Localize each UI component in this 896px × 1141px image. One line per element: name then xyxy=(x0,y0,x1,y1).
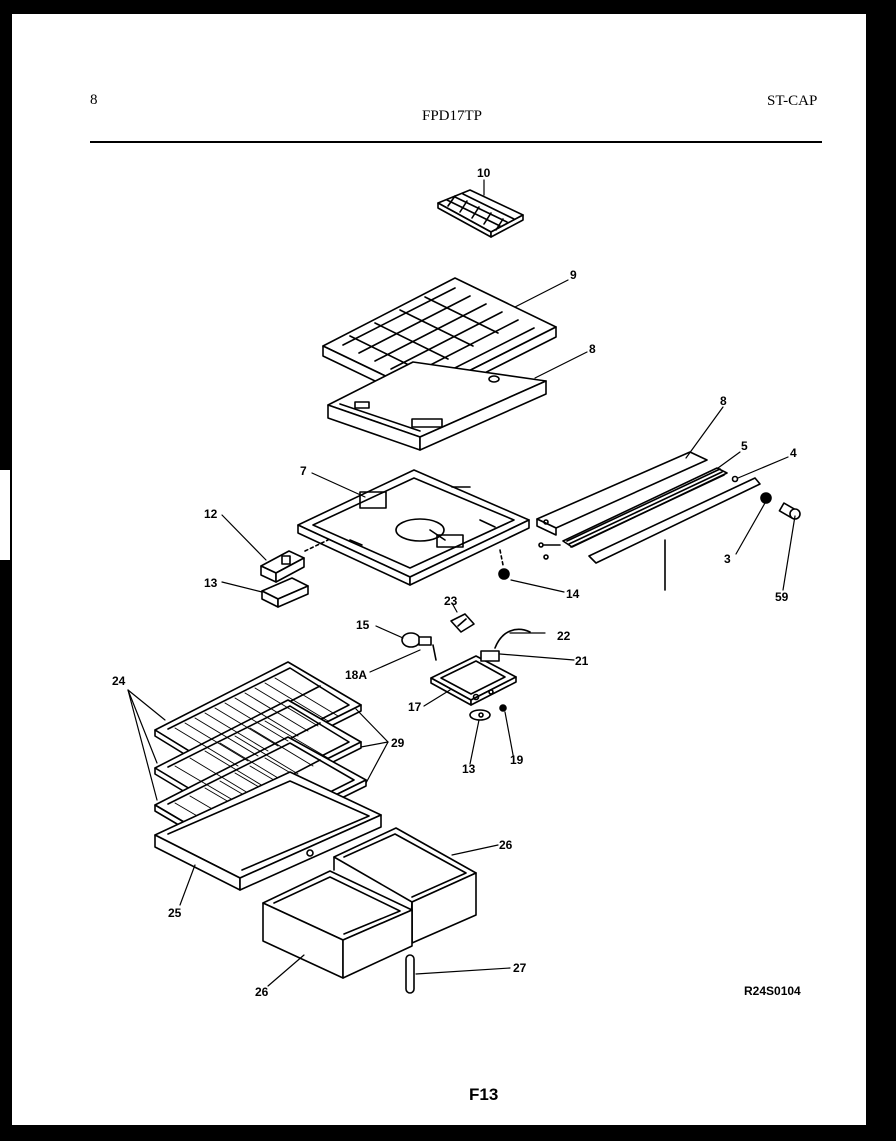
callout-8-rail: 8 xyxy=(720,394,727,408)
callout-13-bracket: 13 xyxy=(204,576,218,590)
model-number: FPD17TP xyxy=(422,108,483,124)
part-4-rail xyxy=(588,477,761,591)
part-8-cover-plate xyxy=(327,361,547,451)
callout-23: 23 xyxy=(444,594,458,608)
callout-9: 9 xyxy=(570,268,577,282)
part-25-crisper-cover xyxy=(154,771,382,891)
page-number: 8 xyxy=(90,92,98,108)
callout-22: 22 xyxy=(557,629,571,643)
part-4-clip xyxy=(731,475,739,483)
callout-10: 10 xyxy=(477,166,491,180)
callout-4: 4 xyxy=(790,446,797,460)
scan-edge-mark xyxy=(0,470,10,560)
part-59-screw xyxy=(778,502,801,520)
callout-5: 5 xyxy=(741,439,748,453)
callout-7: 7 xyxy=(300,464,307,478)
callout-26-left: 26 xyxy=(255,985,269,999)
part-5-strip xyxy=(538,467,728,560)
part-14-nut xyxy=(498,568,510,580)
drawing-reference-code: R24S0104 xyxy=(744,984,801,998)
part-17-light-housing xyxy=(430,628,531,706)
part-6-rail xyxy=(536,451,708,536)
callout-17: 17 xyxy=(408,700,422,714)
header-rule xyxy=(90,141,822,143)
section-code: ST-CAP xyxy=(767,93,818,109)
part-13-bracket xyxy=(261,577,309,608)
callout-19: 19 xyxy=(510,753,524,767)
part-10-vent-grille xyxy=(437,189,524,238)
part-3-washer xyxy=(760,492,772,504)
callout-18a: 18A xyxy=(345,668,367,682)
callout-3: 3 xyxy=(724,552,731,566)
callout-26-right: 26 xyxy=(499,838,513,852)
callout-12: 12 xyxy=(204,507,218,521)
part-7-shelf-panel xyxy=(297,469,530,586)
callout-8-cover: 8 xyxy=(589,342,596,356)
callout-21: 21 xyxy=(575,654,589,668)
part-13-disc xyxy=(469,709,491,721)
callout-14: 14 xyxy=(566,587,580,601)
part-23-switch xyxy=(450,613,475,633)
callout-29: 29 xyxy=(391,736,405,750)
callout-27: 27 xyxy=(513,961,527,975)
part-26-crisper-left xyxy=(262,870,413,979)
callout-59: 59 xyxy=(775,590,789,604)
callout-25: 25 xyxy=(168,906,182,920)
callout-15: 15 xyxy=(356,618,370,632)
callout-13-disc: 13 xyxy=(462,762,476,776)
part-12-bracket xyxy=(260,550,305,583)
part-27-pad xyxy=(405,954,415,994)
part-19-screw xyxy=(499,704,507,712)
callout-24: 24 xyxy=(112,674,126,688)
figure-number: F13 xyxy=(469,1085,499,1104)
part-15-bulb xyxy=(401,632,437,661)
